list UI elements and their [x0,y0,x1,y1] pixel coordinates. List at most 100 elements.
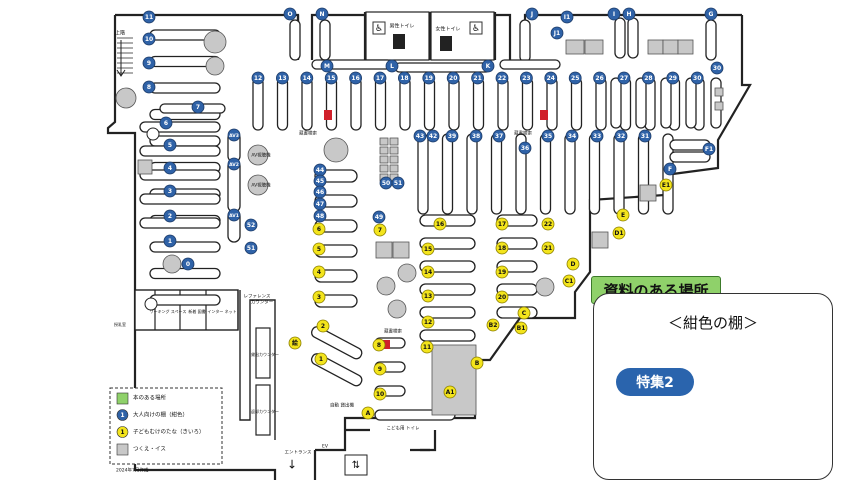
map-label: AV視聴機 [251,152,271,159]
furniture [115,7,724,476]
yellow-shelf-badge [443,385,457,399]
desk [379,155,389,164]
shelf [139,193,221,205]
blue-shelf-label: 20 [449,75,457,82]
yellow-shelf-badge [373,223,387,237]
blue-shelf-label: AV3 [229,133,239,139]
yellow-shelf-label: 11 [423,344,431,351]
shelf [627,17,639,59]
shelf [301,77,313,131]
blue-shelf-badge [492,129,506,143]
legend-glyph: 1 [120,412,124,419]
yellow-shelf-badge [421,265,435,279]
desk [137,159,153,175]
yellow-shelf-label: 12 [424,319,432,326]
blue-shelf-badge [397,71,411,85]
blue-shelf-label: 52 [247,222,255,229]
shelf [546,77,558,131]
shelf [149,82,221,94]
yellow-shelf-badge [314,352,328,366]
shelf [139,145,221,157]
shelf [394,62,491,73]
blue-shelf-label: F [668,166,672,173]
yellow-shelf-badge [373,362,387,376]
desk [379,137,389,146]
blue-shelf-label: 47 [316,201,324,208]
blue-shelf-label: I [613,11,615,18]
blue-shelf-label: 0 [186,261,190,268]
blue-shelf-badge [622,7,636,21]
legend-label: つくえ・イス [133,446,166,453]
blue-shelf-badge [349,71,363,85]
yellow-shelf-badge [288,336,302,350]
shelf [149,267,221,280]
yellow-shelf-label: 7 [378,227,382,234]
shelf [613,133,625,215]
blue-shelf-badge [413,129,427,143]
blue-shelf-label: 5 [168,142,172,149]
desk [389,164,399,173]
yellow-shelf-badge [495,217,509,231]
blue-shelf-label: 11 [145,14,153,21]
yellow-shelf-label: A [366,410,371,417]
wheelchair-icon: ♿ [375,24,383,34]
blue-shelf-label: 16 [351,75,359,82]
blue-shelf-label: M [324,63,330,70]
desk [379,164,389,173]
yellow-shelf-badge [541,217,555,231]
blue-shelf-badge [471,71,485,85]
yellow-shelf-label: B2 [489,322,498,329]
yellow-shelf-label: 6 [317,226,321,233]
desk [677,39,694,55]
shelf [685,77,697,129]
map-label: 男性トイレ [389,23,414,30]
blue-shelf-badge [445,129,459,143]
blue-shelf-label: 26 [595,75,603,82]
blue-shelf-badge [590,129,604,143]
blue-shelf-badge [244,218,258,232]
blue-shelf-label: 1 [168,238,172,245]
blue-shelf-badge [142,56,156,70]
legend-label: 子どもむけのたな（きいろ） [133,428,205,436]
blue-shelf-badge [227,157,241,171]
map-label: 蔵書検索 [514,130,532,137]
round-table [203,30,227,54]
blue-shelf-label: 17 [376,75,384,82]
yellow-shelf-label: 3 [317,294,321,301]
shelf [595,77,607,131]
yellow-shelf-badge [420,340,434,354]
blue-shelf-badge [710,61,724,75]
blue-shelf-label: 32 [617,133,625,140]
blue-shelf-badge [372,210,386,224]
entrance-arrow: ↓ [287,458,297,472]
yellow-shelf-label: 1 [319,356,323,363]
round-table [535,277,555,297]
yellow-shelf-label: 2 [321,323,325,330]
blue-shelf-badge [324,71,338,85]
blue-shelf-label: J [530,11,533,18]
map-label: 蔵書検索 [299,130,317,137]
blue-shelf-badge [469,129,483,143]
shelf [419,306,476,319]
round-table [247,174,269,196]
yellow-shelf-badge [514,321,528,335]
map-label: エントランス [285,450,312,456]
yellow-shelf-badge [312,222,326,236]
blue-shelf-badge [300,71,314,85]
wall [106,15,277,480]
map-label: 蔵書検索 [384,328,402,335]
red-marker [324,110,332,120]
blue-shelf-badge [607,7,621,21]
blue-shelf-label: 46 [316,189,324,196]
blue-shelf-label: 29 [669,75,677,82]
desk [565,39,585,55]
blue-shelf-badge [159,116,173,130]
blue-shelf-badge [565,129,579,143]
blue-shelf-badge [704,7,718,21]
yellow-shelf-label: 8 [377,342,381,349]
shelf [310,326,363,360]
blue-shelf-badge [666,71,680,85]
blue-shelf-label: O [287,11,292,18]
blue-shelf-label: K [486,63,491,70]
